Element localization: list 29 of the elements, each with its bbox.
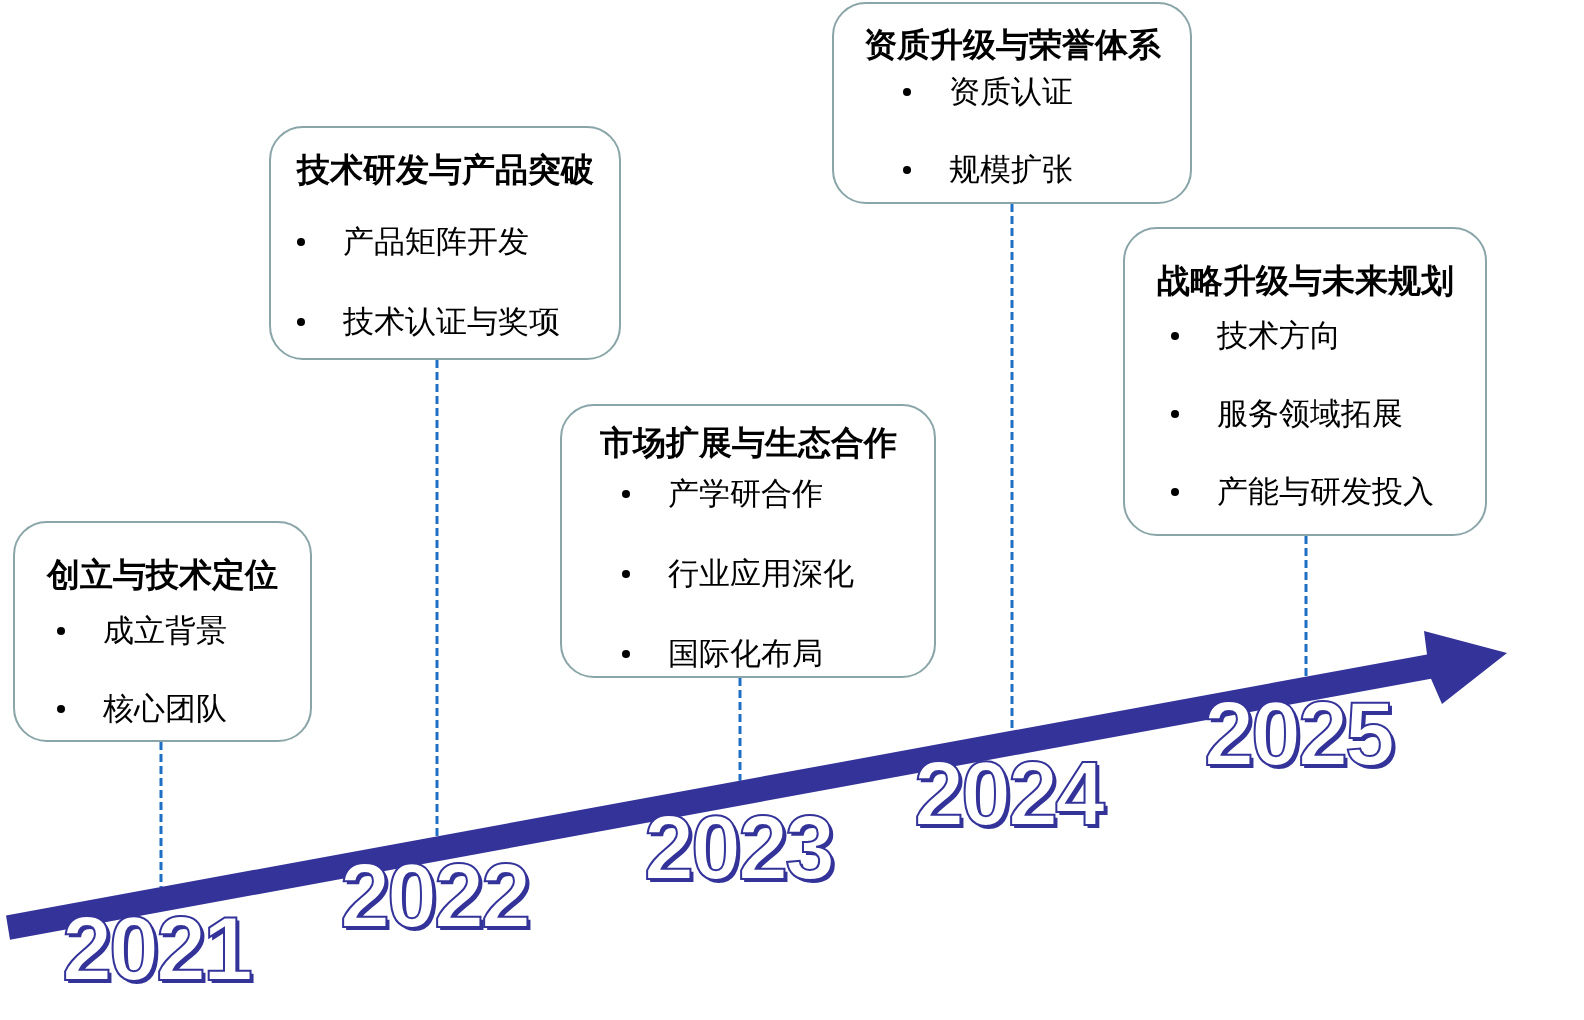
- list-item: 产能与研发投入: [1217, 473, 1434, 511]
- card-heading: 市场扩展与生态合作: [598, 423, 898, 463]
- list-item: 技术方向: [1217, 317, 1341, 355]
- milestone-card: [832, 2, 1192, 204]
- list-item: 行业应用深化: [668, 555, 854, 593]
- list-item: 成立背景: [103, 612, 227, 650]
- list-item: 产学研合作: [668, 475, 823, 513]
- list-item: 规模扩张: [949, 151, 1073, 189]
- milestone-card: [560, 404, 936, 678]
- list-item: 资质认证: [949, 73, 1073, 111]
- leader-line: [1304, 536, 1308, 677]
- card-heading: 战略升级与未来规划: [1155, 261, 1455, 301]
- card-heading: 技术研发与产品突破: [295, 150, 595, 190]
- leader-line: [435, 360, 439, 837]
- list-item: 产品矩阵开发: [343, 223, 529, 261]
- leader-line: [159, 742, 163, 888]
- milestone-card: [13, 521, 312, 742]
- milestone-card: [269, 126, 621, 360]
- year-label: 2022: [339, 851, 529, 941]
- year-label: 2023: [643, 803, 833, 893]
- leader-line: [1010, 204, 1014, 731]
- card-heading: 创立与技术定位: [45, 555, 279, 595]
- leader-line: [738, 678, 742, 781]
- milestone-card: [1123, 227, 1487, 536]
- card-heading: 资质升级与荣誉体系: [862, 25, 1162, 65]
- list-item: 服务领域拓展: [1217, 395, 1403, 433]
- list-item: 技术认证与奖项: [343, 303, 560, 341]
- list-item: 国际化布局: [668, 635, 823, 673]
- list-item: 核心团队: [103, 690, 227, 728]
